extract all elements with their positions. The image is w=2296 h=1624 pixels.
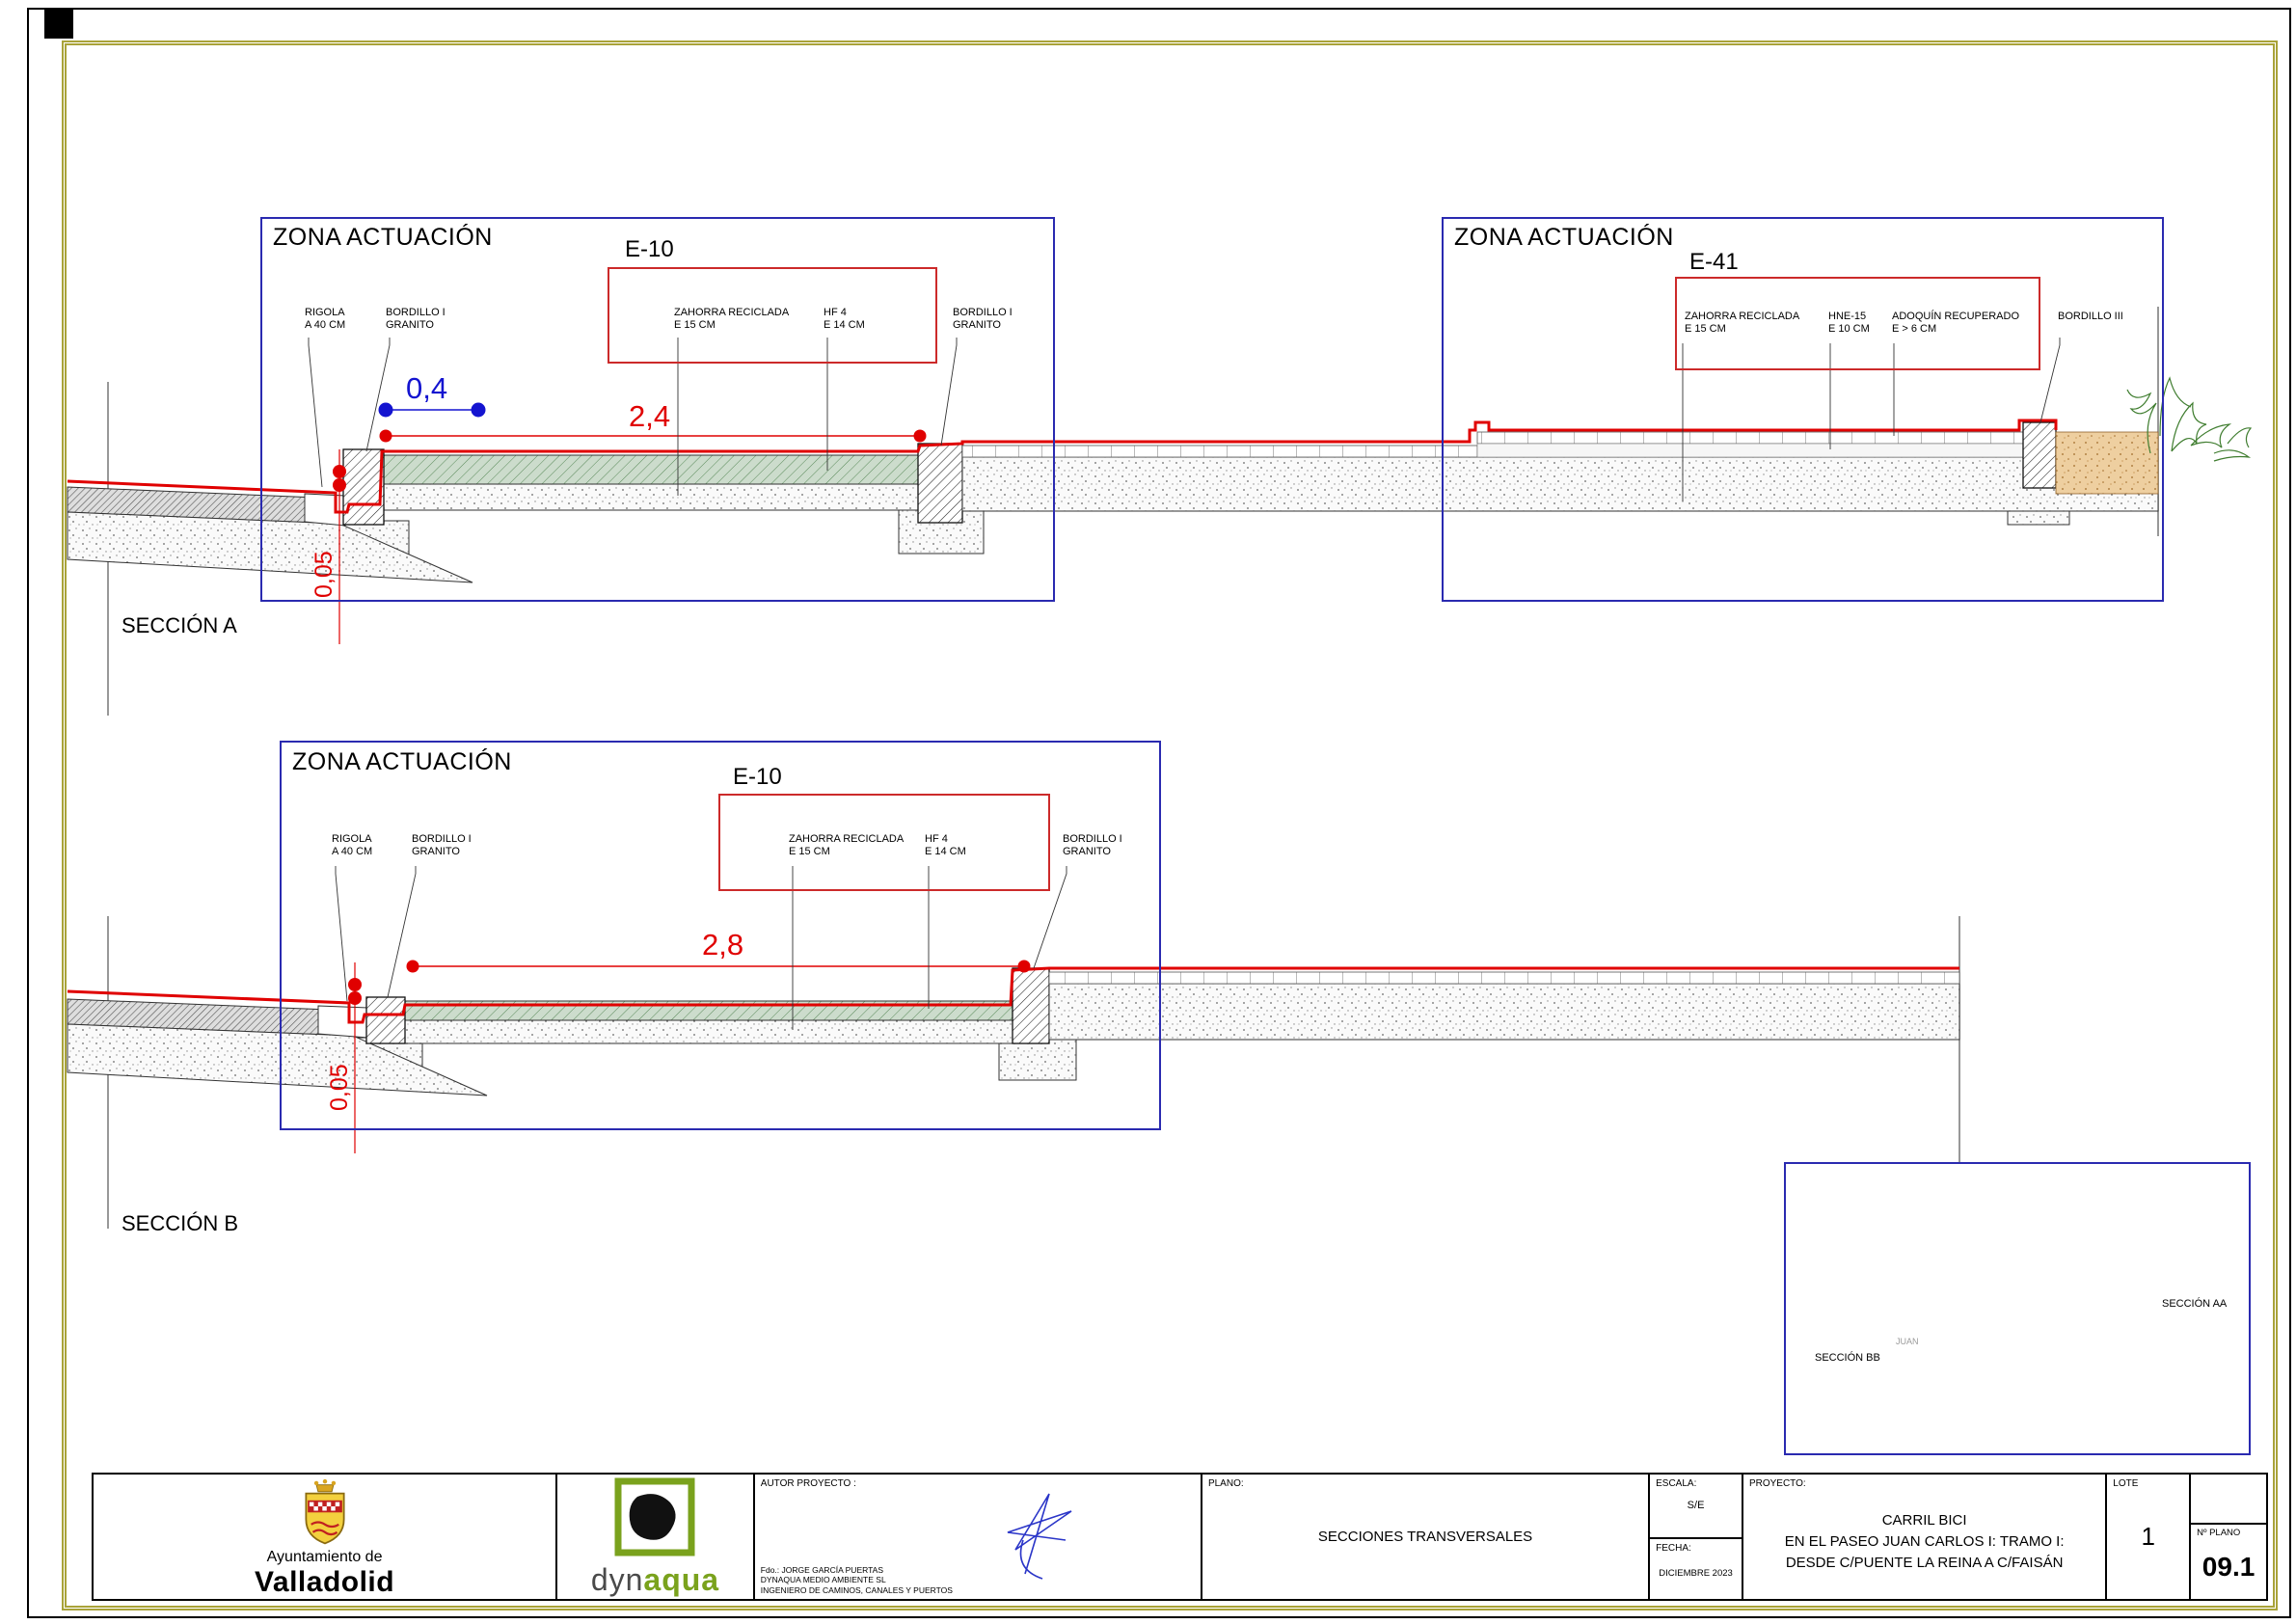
titleblock-plano-cell: PLANO: SECCIONES TRANSVERSALES xyxy=(1201,1475,1648,1599)
client-name-line1: Ayuntamiento de xyxy=(267,1549,383,1566)
callout-bordillo-left-a: BORDILLO I GRANITO xyxy=(386,307,446,332)
dynaqua-logo-icon xyxy=(610,1475,699,1560)
callout-line: ZAHORRA RECICLADA xyxy=(1685,311,1799,323)
callout-line: BORDILLO III xyxy=(2058,311,2123,323)
callout-bordillo-right-b: BORDILLO I GRANITO xyxy=(1063,833,1122,858)
brand-part-1: dyn xyxy=(591,1562,644,1597)
map-label-seccion-bb: SECCIÓN BB xyxy=(1815,1352,1880,1364)
author-line: DYNAQUA MEDIO AMBIENTE SL xyxy=(761,1575,953,1585)
zona-title-a-left: ZONA ACTUACIÓN xyxy=(273,224,493,252)
author-line: Fdo.: JORGE GARCÍA PUERTAS xyxy=(761,1565,953,1576)
callout-rigola-a: RIGOLA A 40 CM xyxy=(305,307,345,332)
titleblock-sheet-number-cell: Nº PLANO 09.1 xyxy=(2189,1475,2266,1599)
callout-line: E 15 CM xyxy=(789,846,904,858)
titleblock-lote-cell: LOTE 1 xyxy=(2105,1475,2189,1599)
callout-rigola-b: RIGOLA A 40 CM xyxy=(332,833,372,858)
detail-label-e41: E-41 xyxy=(1689,249,1739,276)
title-block: Ayuntamiento de Valladolid dynaqua AUTOR… xyxy=(92,1473,2268,1601)
callout-zahorra-b: ZAHORRA RECICLADA E 15 CM xyxy=(789,833,904,858)
zona-actuacion-box-a-right xyxy=(1442,217,2164,602)
signature xyxy=(958,1482,1102,1588)
escala-label: ESCALA: xyxy=(1656,1478,1696,1489)
author-line: INGENIERO DE CAMINOS, CANALES Y PUERTOS xyxy=(761,1585,953,1596)
zona-title-a-right: ZONA ACTUACIÓN xyxy=(1454,224,1674,252)
author-signature-block: Fdo.: JORGE GARCÍA PUERTAS DYNAQUA MEDIO… xyxy=(761,1565,953,1596)
titleblock-author-cell: AUTOR PROYECTO : Fdo.: JORGE GARCÍA PUER… xyxy=(753,1475,1201,1599)
detail-label-e10-b: E-10 xyxy=(733,764,782,791)
sheet-number-blank xyxy=(2191,1475,2266,1523)
callout-hne15-e41: HNE-15 E 10 CM xyxy=(1828,311,1870,336)
dim-0-05-b: 0,05 xyxy=(326,1064,354,1111)
callout-adoquin-e41: ADOQUÍN RECUPERADO E > 6 CM xyxy=(1892,311,2019,336)
callout-line: BORDILLO I xyxy=(1063,833,1122,846)
client-name-line2: Valladolid xyxy=(255,1566,394,1599)
callout-line: BORDILLO I xyxy=(412,833,472,846)
callout-hf4-a: HF 4 E 14 CM xyxy=(824,307,865,332)
proyecto-line1: CARRIL BICI xyxy=(1882,1510,1967,1531)
callout-line: GRANITO xyxy=(386,319,446,332)
date-half: FECHA: DICIEMBRE 2023 xyxy=(1650,1537,1742,1600)
fecha-value: DICIEMBRE 2023 xyxy=(1650,1568,1742,1579)
section-b-label: SECCIÓN B xyxy=(122,1211,238,1236)
titleblock-brand-cell: dynaqua xyxy=(555,1475,753,1599)
map-street-label: JUAN xyxy=(1896,1337,1919,1346)
callout-line: RIGOLA xyxy=(305,307,345,319)
callout-line: HF 4 xyxy=(925,833,966,846)
scale-half: ESCALA: S/E xyxy=(1650,1475,1742,1537)
valladolid-coat-of-arms xyxy=(294,1475,356,1547)
callout-line: E 15 CM xyxy=(674,319,789,332)
callout-bordillo3-e41: BORDILLO III xyxy=(2058,311,2123,323)
brand-part-2: aqua xyxy=(643,1562,719,1597)
callout-line: BORDILLO I xyxy=(953,307,1013,319)
dim-2-8: 2,8 xyxy=(702,928,743,962)
dim-2-4: 2,4 xyxy=(629,399,670,434)
proyecto-line3: DESDE C/PUENTE LA REINA A C/FAISÁN xyxy=(1786,1553,2064,1574)
titleblock-client-cell: Ayuntamiento de Valladolid xyxy=(94,1475,555,1599)
dim-0-05-a: 0,05 xyxy=(311,551,338,598)
callout-zahorra-e41: ZAHORRA RECICLADA E 15 CM xyxy=(1685,311,1799,336)
callout-zahorra-a: ZAHORRA RECICLADA E 15 CM xyxy=(674,307,789,332)
zona-title-b: ZONA ACTUACIÓN xyxy=(292,748,512,776)
sheet-number-box: Nº PLANO 09.1 xyxy=(2191,1523,2266,1601)
brand-wordmark: dynaqua xyxy=(591,1562,719,1598)
callout-line: GRANITO xyxy=(412,846,472,858)
callout-bordillo-left-b: BORDILLO I GRANITO xyxy=(412,833,472,858)
callout-line: BORDILLO I xyxy=(386,307,446,319)
nplano-value: 09.1 xyxy=(2191,1552,2266,1583)
callout-line: HF 4 xyxy=(824,307,865,319)
lote-value: 1 xyxy=(2107,1475,2189,1599)
callout-line: HNE-15 xyxy=(1828,311,1870,323)
nplano-label: Nº PLANO xyxy=(2197,1528,2240,1538)
map-label-seccion-aa: SECCIÓN AA xyxy=(2162,1298,2227,1310)
callout-bordillo-right-a: BORDILLO I GRANITO xyxy=(953,307,1013,332)
callout-line: A 40 CM xyxy=(305,319,345,332)
titleblock-scale-date-cell: ESCALA: S/E FECHA: DICIEMBRE 2023 xyxy=(1648,1475,1742,1599)
callout-line: E 14 CM xyxy=(925,846,966,858)
callout-line: GRANITO xyxy=(953,319,1013,332)
detail-label-e10-a: E-10 xyxy=(625,236,674,263)
callout-line: ADOQUÍN RECUPERADO xyxy=(1892,311,2019,323)
callout-line: E 15 CM xyxy=(1685,323,1799,336)
callout-line: E > 6 CM xyxy=(1892,323,2019,336)
callout-line: GRANITO xyxy=(1063,846,1122,858)
callout-line: RIGOLA xyxy=(332,833,372,846)
plano-value: SECCIONES TRANSVERSALES xyxy=(1202,1475,1648,1599)
fecha-label: FECHA: xyxy=(1656,1543,1691,1554)
callout-line: ZAHORRA RECICLADA xyxy=(674,307,789,319)
callout-hf4-b: HF 4 E 14 CM xyxy=(925,833,966,858)
section-a-label: SECCIÓN A xyxy=(122,613,237,638)
author-label: AUTOR PROYECTO : xyxy=(761,1478,856,1489)
callout-line: ZAHORRA RECICLADA xyxy=(789,833,904,846)
dim-0-4: 0,4 xyxy=(406,371,447,406)
callout-line: A 40 CM xyxy=(332,846,372,858)
escala-value: S/E xyxy=(1650,1500,1742,1511)
callout-line: E 14 CM xyxy=(824,319,865,332)
titleblock-project-cell: PROYECTO: CARRIL BICI EN EL PASEO JUAN C… xyxy=(1742,1475,2105,1599)
proyecto-line2: EN EL PASEO JUAN CARLOS I: TRAMO I: xyxy=(1785,1531,2065,1553)
callout-line: E 10 CM xyxy=(1828,323,1870,336)
